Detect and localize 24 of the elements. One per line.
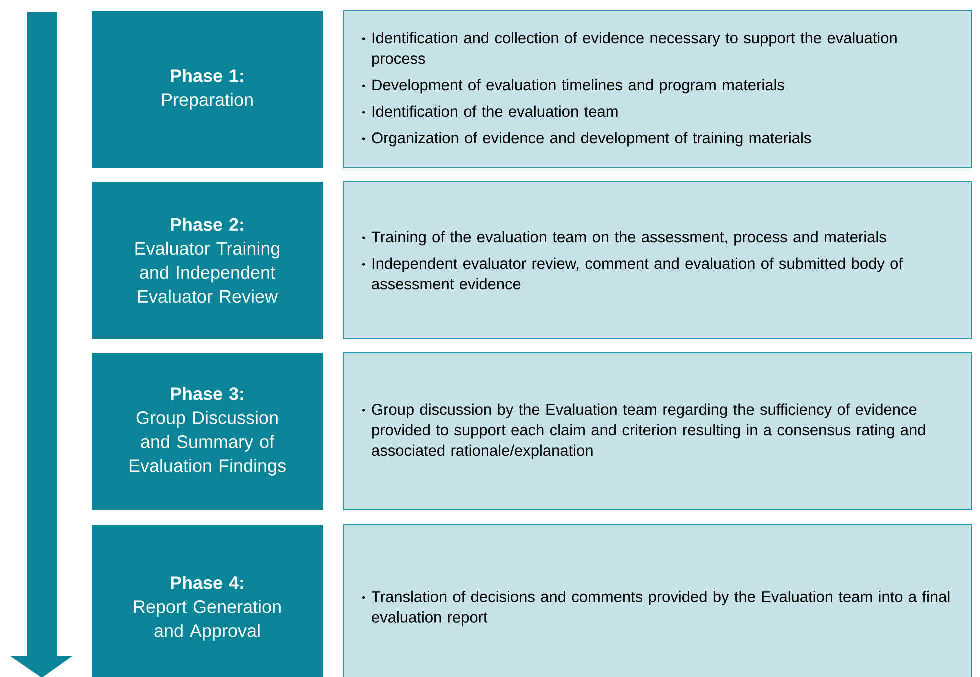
bullet-item: Identification of the evaluation team [362,106,618,118]
phase-name: Report Generation and Approval [134,600,281,641]
details-box [343,10,972,168]
bullet-item: Organization of evidence and development of training materials [362,132,812,147]
phase-name: Preparation [162,93,253,110]
bullet-item: Development of evaluation timelines and program materials [362,79,784,94]
phase-name: Evaluator Training and Independent Evaluator Review [136,242,280,304]
bullet-item: Translation of decisions and comments provided by the Evaluation team into a final evaluation report [362,591,950,626]
details-box [343,524,972,677]
phase-box [92,182,323,339]
details-box [343,182,972,340]
phase-title: Phase 3: [171,387,244,400]
bullet-item: Group discussion by the Evaluation team regarding the sufficiency of evidence provided to support each claim and criterion resulting in a consensus rating and associated rationale/explanation [362,404,926,460]
phase-box [92,524,323,677]
phase-title: Phase 2: [171,218,244,232]
phase-box [92,352,323,510]
details-box [343,352,972,510]
bullet-item: Training of the evaluation team on the assessment, process and materials [362,231,886,246]
bullet-item: Identification and collection of evidence necessary to support the evaluation process [362,32,897,68]
phase-title: Phase 4: [171,576,244,590]
phase-box [92,11,323,168]
phase-name: Group Discussion and Summary of Evaluation Findings [130,411,286,476]
phase-title: Phase 1: [171,69,244,82]
bullet-item: Independent evaluator review, comment and evaluation of submitted body of assessment evidence [362,258,904,290]
